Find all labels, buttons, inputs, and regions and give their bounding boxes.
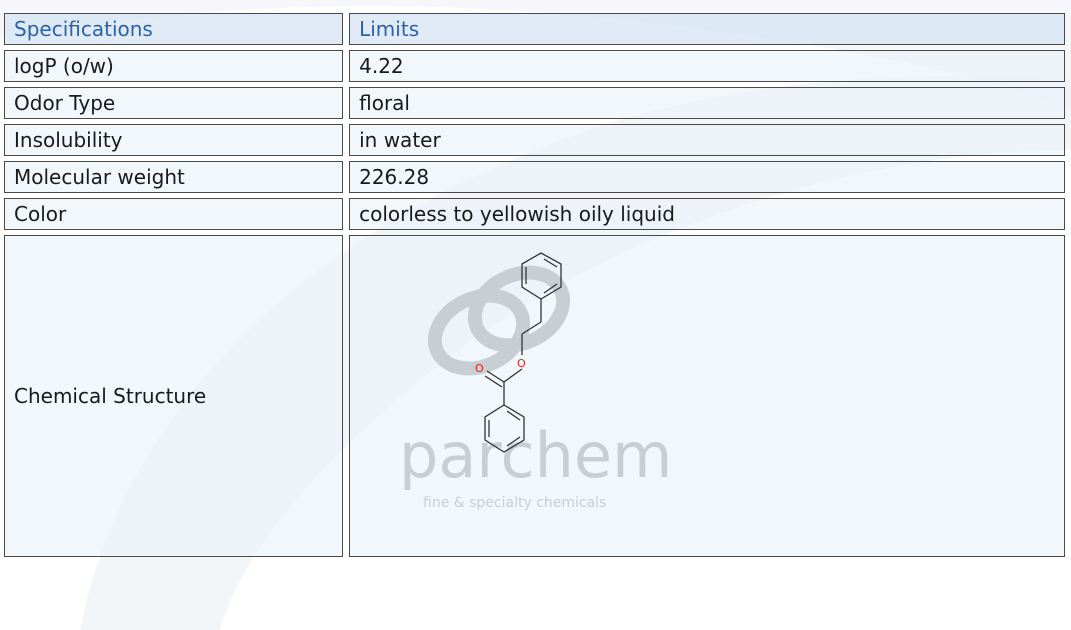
table-header-row: Specifications Limits: [4, 13, 1065, 45]
molecule-diagram: parchem fine & specialty chemicals: [399, 252, 673, 511]
watermark-brand: parchem: [399, 419, 672, 492]
spec-cell: logP (o/w): [4, 50, 344, 82]
structure-image: parchem fine & specialty chemicals: [359, 237, 1039, 555]
specifications-table: Specifications Limits logP (o/w) 4.22 Od…: [0, 8, 1071, 562]
carbonyl-oxygen-label: O: [475, 362, 484, 375]
watermark-ring-left: [428, 288, 531, 376]
table-row: Odor Type floral: [4, 87, 1065, 119]
header-specifications: Specifications: [4, 13, 344, 45]
spec-cell: Odor Type: [4, 87, 344, 119]
table-row: Color colorless to yellowish oily liquid: [4, 198, 1065, 230]
structure-cell: parchem fine & specialty chemicals: [349, 235, 1065, 557]
spec-cell-structure: Chemical Structure: [4, 235, 344, 557]
table-row: logP (o/w) 4.22: [4, 50, 1065, 82]
limit-cell: floral: [349, 87, 1065, 119]
limit-cell: 4.22: [349, 50, 1065, 82]
watermark-ring-right: [468, 265, 571, 353]
bottom-benzene-ring: [484, 404, 525, 453]
limit-cell: colorless to yellowish oily liquid: [349, 198, 1065, 230]
molecule-bonds: [484, 252, 562, 453]
limit-cell: in water: [349, 124, 1065, 156]
ester-oxygen-label: O: [517, 357, 526, 370]
spec-cell: Color: [4, 198, 344, 230]
parchem-watermark: parchem fine & specialty chemicals: [399, 265, 673, 511]
limit-cell: 226.28: [349, 161, 1065, 193]
table-row: Insolubility in water: [4, 124, 1065, 156]
spec-cell: Molecular weight: [4, 161, 344, 193]
structure-row: Chemical Structure parchem fine & specia…: [4, 235, 1065, 557]
watermark-tagline: fine & specialty chemicals: [423, 495, 606, 511]
header-limits: Limits: [349, 13, 1065, 45]
table-row: Molecular weight 226.28: [4, 161, 1065, 193]
spec-cell: Insolubility: [4, 124, 344, 156]
